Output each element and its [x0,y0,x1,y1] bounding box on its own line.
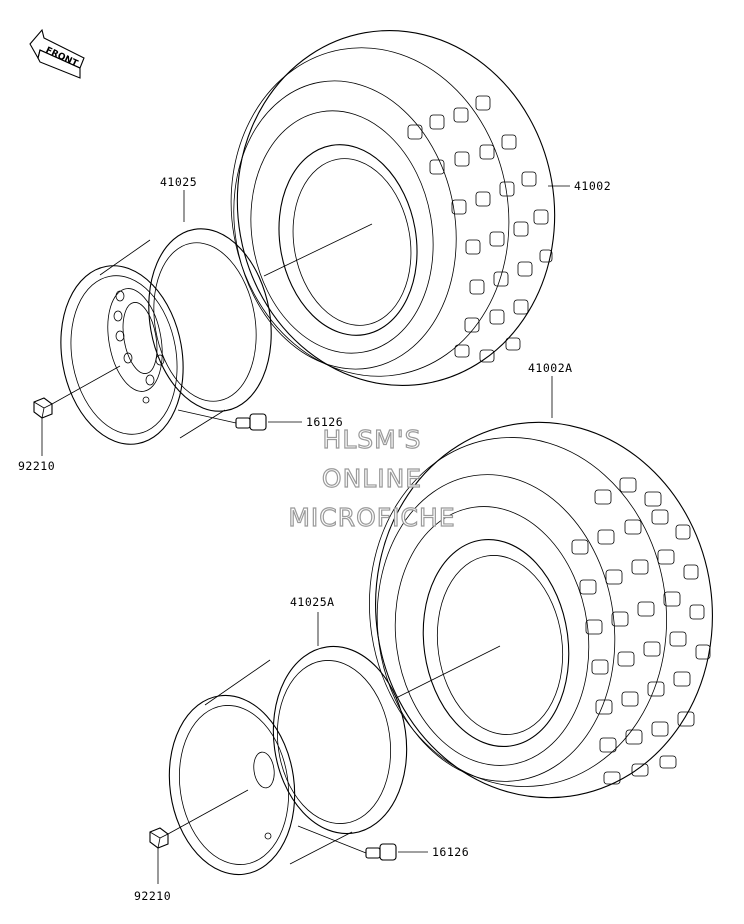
rear-valve-drawing [365,843,397,861]
label-rear-tire: 41002A [528,361,573,375]
label-rear-wheel: 41025A [290,595,335,609]
leader-lines [41,185,570,884]
front-valve-drawing [235,413,267,431]
label-front-valve: 16126 [306,415,343,429]
front-arrow-icon: FRONT [29,28,85,79]
watermark-line-2: ONLINE [322,464,422,493]
label-rear-nut: 92210 [134,889,171,903]
front-wheel-drawing [60,228,272,445]
front-tire-drawing [230,30,556,386]
rear-nut-drawing [149,827,169,849]
label-front-tire: 41002 [574,179,611,193]
front-tire-tread [407,95,553,363]
label-rear-valve: 16126 [432,845,469,859]
front-nut-drawing [33,397,53,419]
rear-tire-tread [571,477,711,785]
rear-wheel-drawing [168,645,408,876]
watermark: HLSM'S ONLINE MICROFICHE [288,424,455,532]
watermark-line-1: HLSM'S [323,425,422,454]
label-front-wheel: 41025 [160,175,197,189]
rear-tire-drawing [369,421,713,799]
watermark-line-3: MICROFICHE [288,503,455,532]
label-front-nut: 92210 [18,459,55,473]
